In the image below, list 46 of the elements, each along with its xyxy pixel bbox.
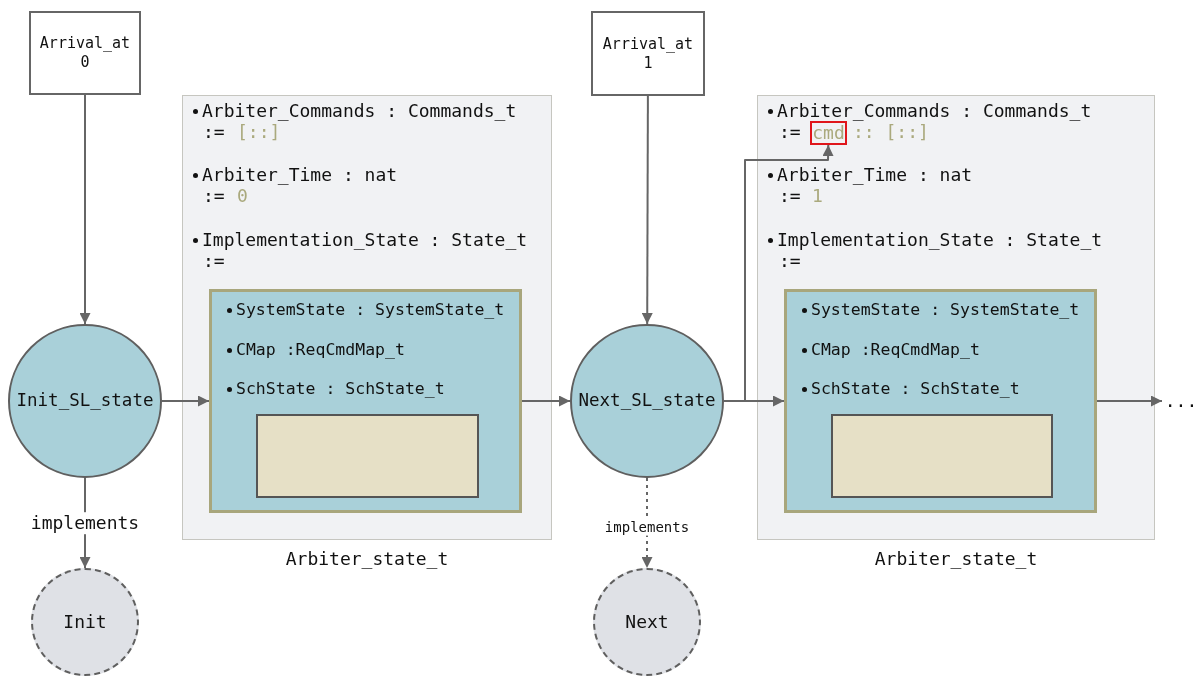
arrow [161, 395, 210, 407]
field-text: SystemState : SystemState_t [236, 299, 505, 320]
empty-box [831, 414, 1053, 498]
field-text: SchState : SchState_t [236, 378, 445, 399]
field-text: Implementation_State : State_t [777, 229, 1103, 250]
value-text: 0 [237, 185, 248, 206]
arrow [521, 395, 571, 407]
value-text: [::] [237, 121, 281, 142]
field-text: SystemState : SystemState_t [811, 299, 1080, 320]
field-text: Arbiter_Commands : Commands_t [202, 100, 517, 121]
state-panel [757, 95, 1155, 540]
nested-state-box [209, 289, 522, 513]
field-text: SchState : SchState_t [811, 378, 1020, 399]
arrow [1096, 395, 1163, 407]
field-text: := [203, 185, 225, 206]
node-label: Next_SL_state [578, 390, 716, 412]
value-text: 1 [812, 185, 823, 206]
node-label: Init [63, 610, 107, 634]
field-text: Arbiter_Time : nat [777, 164, 973, 185]
node-label: Arrival_at 0 [38, 34, 132, 72]
field-text: := [779, 121, 801, 142]
node-label: Arbiter_state_t [874, 548, 1038, 569]
field-text: := [203, 121, 225, 142]
node-label: Init_SL_state [16, 390, 154, 412]
field-text: CMap :ReqCmdMap_t [811, 339, 980, 360]
field-text: CMap :ReqCmdMap_t [236, 339, 405, 360]
node-label: Next [625, 610, 669, 634]
arrow [641, 477, 653, 569]
value-text: cmd [812, 123, 845, 143]
empty-box [256, 414, 479, 498]
arrow [79, 94, 91, 325]
field-text: Arbiter_Time : nat [202, 164, 398, 185]
field-text: := [779, 185, 801, 206]
field-text: := [203, 250, 225, 271]
node-label: ... [1164, 389, 1198, 413]
state-panel [182, 95, 552, 540]
field-text: Implementation_State : State_t [202, 229, 528, 250]
input-box [29, 11, 141, 95]
nested-state-box [784, 289, 1097, 513]
field-text: := [779, 250, 801, 271]
field-text: Arbiter_Commands : Commands_t [777, 100, 1092, 121]
input-box [591, 11, 705, 96]
node-label: Arrival_at 1 [601, 34, 695, 73]
value-text: :: [::] [853, 121, 929, 142]
node-label: Arbiter_state_t [285, 548, 449, 569]
arrow [641, 95, 653, 325]
